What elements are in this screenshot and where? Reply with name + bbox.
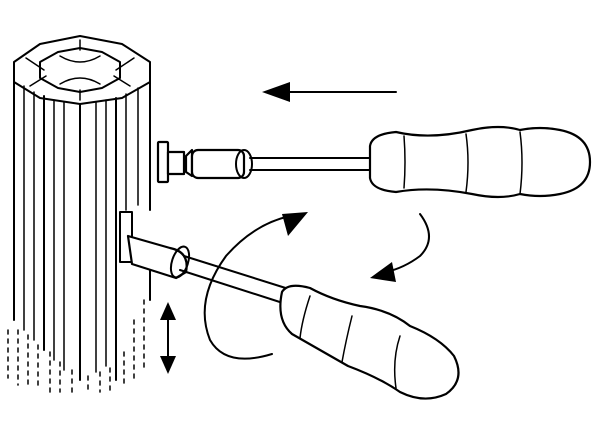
t-slot-fastener (156, 140, 253, 184)
rotate-arrow-clockwise (203, 212, 308, 360)
slide-arrow-vertical (160, 302, 176, 374)
screwdriver-upper (249, 125, 592, 199)
insert-arrow-left (262, 82, 397, 102)
aluminum-profile (7, 35, 151, 395)
rotate-arrow-down (370, 213, 430, 282)
screwdriver-lower (126, 234, 460, 400)
